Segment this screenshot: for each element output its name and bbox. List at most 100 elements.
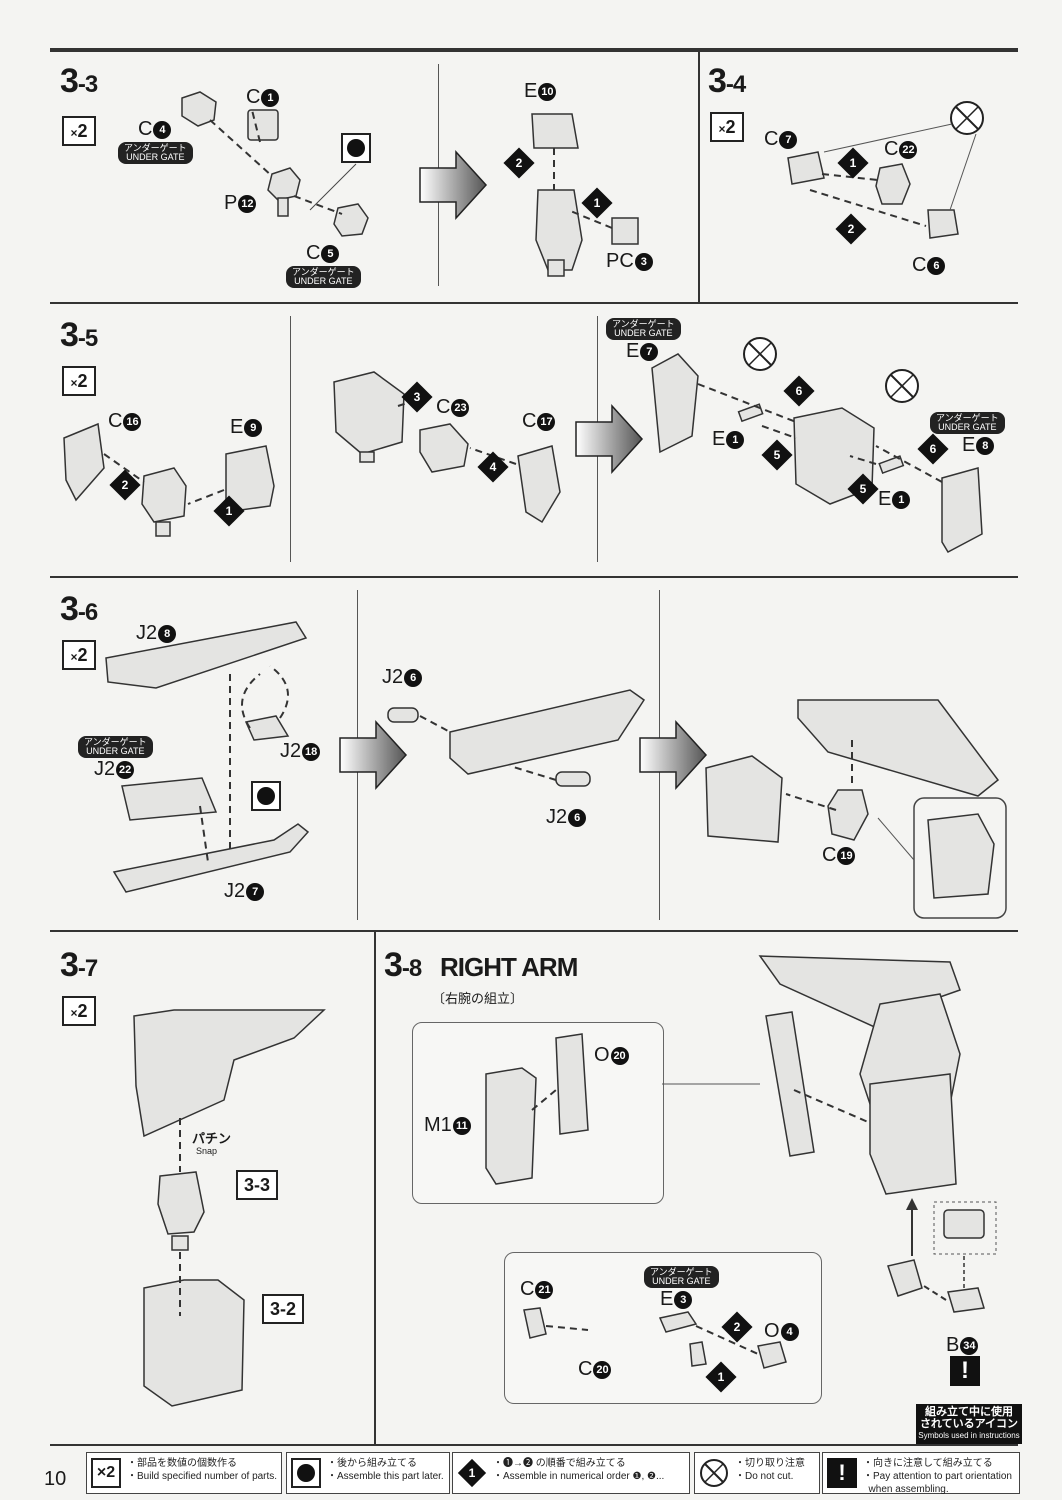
qty-x2-badge: ×2	[62, 366, 96, 396]
step-number-4: 4	[477, 451, 509, 483]
step-3-7-label: 3-7	[60, 946, 98, 984]
step-3-4-illustration	[787, 101, 984, 239]
legend-footer: ×2 ・部品を数値の個数作る・Build specified number of…	[0, 1438, 1062, 1500]
step-title: RIGHT ARM	[440, 952, 578, 982]
step-number-1: 1	[837, 147, 869, 179]
top-rule	[50, 48, 1018, 52]
step-3-6c-illustration	[705, 699, 1007, 919]
ref-step-3-2: 3-2	[262, 1294, 305, 1324]
step-number-1: 1	[705, 1361, 737, 1393]
flow-arrow	[419, 150, 488, 220]
step-3-3-illustration	[181, 91, 371, 237]
step-number-2: 2	[721, 1311, 753, 1343]
under-gate-tag: アンダーゲート UNDER GATE	[286, 266, 361, 288]
step-3-5c-illustration	[651, 337, 983, 553]
legend-item-nocut: ・切り取り注意・Do not cut.	[694, 1452, 820, 1494]
flow-arrow	[339, 720, 408, 790]
step-number-5: 5	[847, 473, 879, 505]
step-number-1: 1	[581, 187, 613, 219]
ref-step-3-3: 3-3	[236, 1170, 279, 1200]
legend-item-qty: ×2 ・部品を数値の個数作る・Build specified number of…	[86, 1452, 282, 1494]
step-3-5a-illustration	[63, 422, 275, 537]
under-gate-tag: アンダーゲート UNDER GATE	[78, 736, 153, 758]
step-3-6b-illustration	[387, 689, 646, 787]
step-number-2: 2	[503, 147, 535, 179]
step-title-jp: 〔右腕の組立〕	[432, 991, 524, 1006]
step-3-8-callout2-parts	[523, 1307, 787, 1369]
step-3-6a-illustration	[105, 621, 310, 893]
snap-label: パチン	[192, 1131, 232, 1146]
step-3-5-label: 3-5	[60, 316, 98, 354]
x2-icon: ×2	[91, 1458, 121, 1488]
under-gate-tag: アンダーゲート UNDER GATE	[118, 142, 193, 164]
step-3-8-label: 3-8	[384, 946, 422, 984]
numbered-order-icon: 1	[457, 1458, 487, 1488]
step-3-8-hand-assembly	[887, 1198, 997, 1313]
assemble-later-icon	[291, 1458, 321, 1488]
legend-item-later: ・後から組み立てる・Assemble this part later.	[286, 1452, 450, 1494]
qty-x2-badge: ×2	[62, 996, 96, 1026]
attention-icon: !	[950, 1356, 980, 1386]
qty-x2-badge: ×2	[710, 112, 744, 142]
row-divider-1	[50, 302, 1018, 304]
page-number: 10	[44, 1468, 67, 1490]
step-3-8-main-illustration	[662, 955, 961, 1195]
col-divider-37	[374, 932, 376, 1444]
flow-arrow	[639, 720, 708, 790]
do-not-cut-icon	[699, 1458, 729, 1488]
step-number-1: 1	[213, 495, 245, 527]
legend-title: 組み立て中に使用 されているアイコン Symbols used in instr…	[916, 1404, 1022, 1444]
step-3-4-label: 3-4	[708, 62, 746, 100]
under-gate-tag: アンダーゲート UNDER GATE	[930, 412, 1005, 434]
step-3-3b-illustration	[531, 113, 639, 277]
legend-item-order: 1 ・❶→❷ の順番で組み立てる・Assemble in numerical o…	[452, 1452, 690, 1494]
step-3-5b-illustration	[333, 371, 561, 524]
row-divider-2	[50, 576, 1018, 578]
row-divider-3	[50, 930, 1018, 932]
step-number-6: 6	[917, 433, 949, 465]
legend-item-orientation: ! ・向きに注意して組み立てる・Pay attention to part or…	[822, 1452, 1020, 1495]
step-3-7-illustration	[133, 1009, 326, 1407]
step-3-6-label: 3-6	[60, 590, 98, 628]
flow-arrow	[575, 404, 644, 474]
step-number-2: 2	[109, 469, 141, 501]
step-number-3: 3	[401, 381, 433, 413]
under-gate-tag: アンダーゲート UNDER GATE	[606, 318, 681, 340]
under-gate-tag: アンダーゲート UNDER GATE	[644, 1266, 719, 1288]
snap-label-en: Snap	[196, 1146, 218, 1156]
footer-rule	[50, 1444, 1018, 1446]
step-3-3-label: 3-3	[60, 62, 98, 100]
qty-x2-badge: ×2	[62, 116, 96, 146]
attention-icon: !	[827, 1458, 857, 1488]
